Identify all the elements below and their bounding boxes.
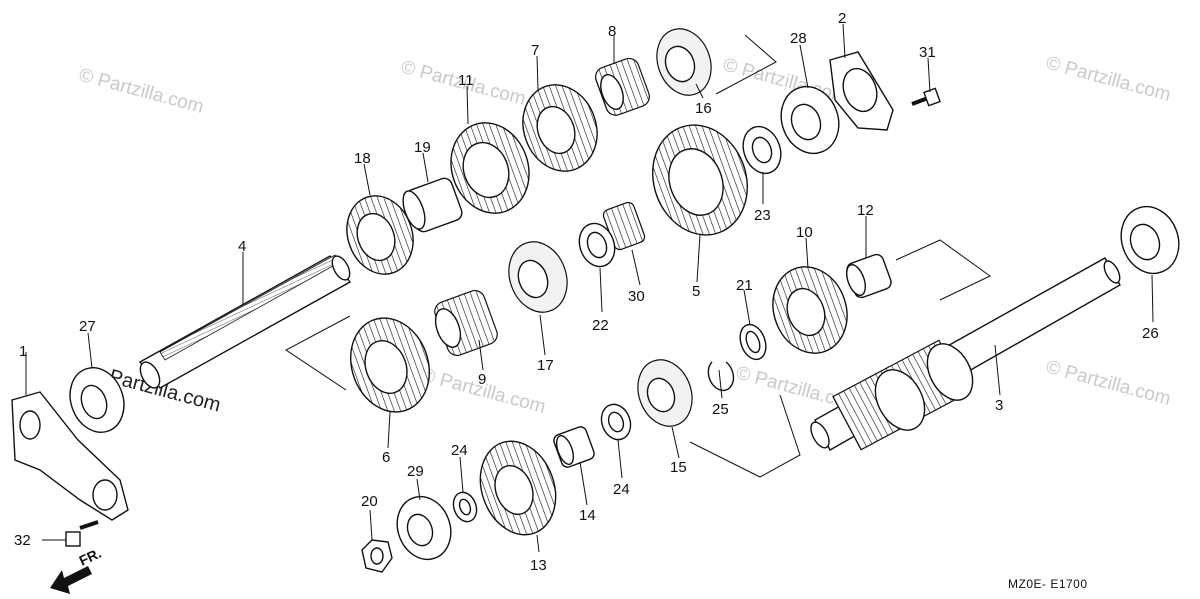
callout-1: 1 bbox=[19, 343, 27, 360]
callout-21: 21 bbox=[736, 277, 753, 294]
callout-10: 10 bbox=[796, 224, 813, 241]
watermark: © Partzilla.com bbox=[1044, 53, 1173, 106]
callout-6: 6 bbox=[382, 449, 390, 466]
watermark: © Partzilla.com bbox=[77, 65, 206, 118]
gears bbox=[346, 84, 848, 536]
callout-22: 22 bbox=[592, 317, 609, 334]
callout-17: 17 bbox=[537, 357, 554, 374]
callout-24: 24 bbox=[451, 442, 468, 459]
callout-25: 25 bbox=[712, 401, 729, 418]
part-32-bolt bbox=[65, 520, 99, 547]
callout-32: 32 bbox=[14, 532, 31, 549]
callout-24: 24 bbox=[613, 481, 630, 498]
callout-18: 18 bbox=[354, 150, 371, 167]
callout-7: 7 bbox=[531, 42, 539, 59]
washers bbox=[452, 125, 782, 523]
front-label: FR. bbox=[77, 545, 104, 569]
callout-labels: 1 2 3 4 5 6 7 8 9 10 11 12 13 14 15 16 1… bbox=[14, 10, 1159, 574]
callout-2: 2 bbox=[838, 10, 846, 27]
callout-16: 16 bbox=[695, 100, 712, 117]
callout-3: 3 bbox=[995, 397, 1003, 414]
callout-11: 11 bbox=[458, 72, 474, 89]
callout-20: 20 bbox=[361, 493, 378, 510]
callout-31: 31 bbox=[919, 44, 936, 61]
part-4-mainshaft bbox=[138, 254, 352, 389]
assembly-brackets bbox=[285, 34, 991, 478]
callout-9: 9 bbox=[478, 371, 486, 388]
part-31-bolt bbox=[911, 87, 941, 107]
callout-4: 4 bbox=[238, 238, 246, 255]
bushings bbox=[402, 177, 892, 468]
callout-12: 12 bbox=[857, 202, 874, 219]
callout-15: 15 bbox=[670, 459, 687, 476]
callout-27: 27 bbox=[79, 318, 96, 335]
watermark: © Partzilla.com bbox=[1044, 357, 1173, 410]
bearings bbox=[69, 85, 1180, 561]
diagram-code: MZ0E- E1700 bbox=[1008, 577, 1088, 591]
callout-14: 14 bbox=[579, 507, 596, 524]
callout-13: 13 bbox=[530, 557, 547, 574]
callout-19: 19 bbox=[414, 139, 431, 156]
callout-28: 28 bbox=[790, 30, 807, 47]
front-direction-arrow: FR. bbox=[50, 545, 104, 594]
callout-8: 8 bbox=[608, 23, 616, 40]
callout-29: 29 bbox=[407, 463, 424, 480]
callout-26: 26 bbox=[1142, 325, 1159, 342]
callout-23: 23 bbox=[754, 207, 771, 224]
part-3-countershaft bbox=[810, 257, 1121, 451]
callout-5: 5 bbox=[692, 283, 700, 300]
leader-lines bbox=[25, 23, 1154, 553]
arrow-icon bbox=[50, 566, 92, 594]
shift-hubs bbox=[434, 28, 712, 427]
callout-30: 30 bbox=[628, 288, 645, 305]
